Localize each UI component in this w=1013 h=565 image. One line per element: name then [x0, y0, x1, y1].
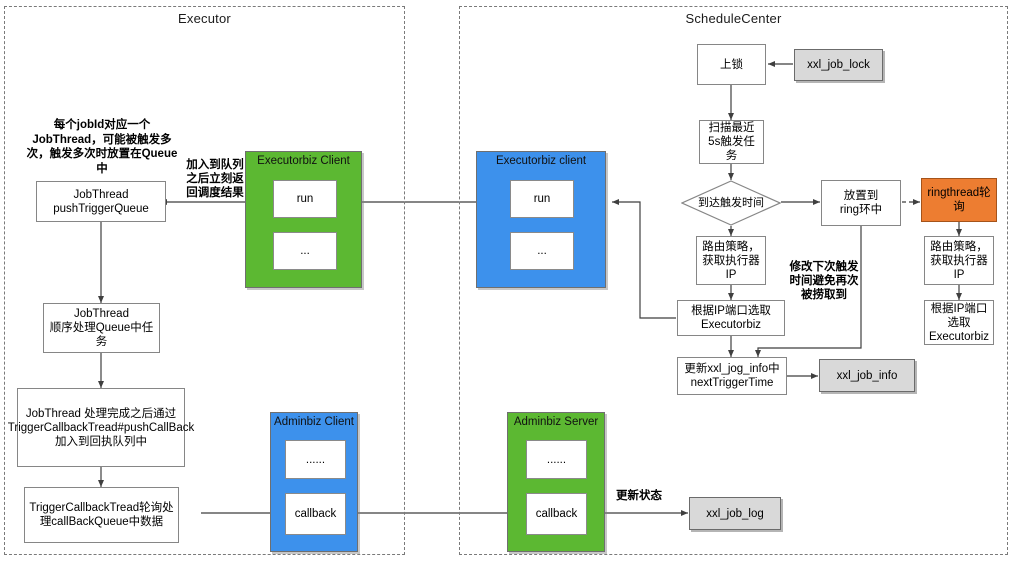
node-update-next-trigger-time[interactable]: 更新xxl_jog_info中nextTriggerTime	[677, 357, 787, 395]
note-jobthread-dispatch: 每个jobId对应一个JobThread，可能被触发多次，触发多次时放置在Que…	[26, 118, 178, 176]
node-decision-trigger-time-label: 到达触发时间	[698, 196, 764, 209]
edge-label-update-status-text: 更新状态	[616, 490, 662, 502]
diamond-shape	[681, 180, 781, 226]
node-lock[interactable]: 上锁	[697, 44, 766, 85]
lane-executor: Executor	[4, 6, 405, 555]
slot-adminbiz-client-more[interactable]: ......	[285, 440, 346, 479]
group-adminbiz-client-title: Adminbiz Client	[274, 416, 354, 428]
slot-adminbiz-server-more[interactable]: ......	[526, 440, 587, 479]
slot-adminbiz-client-callback[interactable]: callback	[285, 493, 346, 535]
group-adminbiz-server: Adminbiz Server ...... callback	[507, 412, 605, 552]
store-xxl-job-log[interactable]: xxl_job_log	[689, 497, 781, 530]
node-callback-push[interactable]: JobThread 处理完成之后通过TriggerCallbackTread#p…	[8, 388, 194, 467]
node-route-strategy-left[interactable]: 路由策略，获取执行器IP	[696, 236, 766, 285]
node-route-strategy-right[interactable]: 路由策略，获取执行器IP	[924, 236, 994, 285]
group-executorbiz-client-remote-title: Executorbiz client	[495, 155, 587, 167]
group-executorbiz-client-title: Executorbiz Client	[257, 155, 350, 167]
node-handle-queue[interactable]: JobThread 顺序处理Queue中任务	[43, 303, 160, 353]
note-jobthread-dispatch-text: 每个jobId对应一个JobThread，可能被触发多次，触发多次时放置在Que…	[26, 119, 178, 175]
node-push-trigger-queue[interactable]: JobThread pushTriggerQueue	[36, 181, 166, 222]
group-adminbiz-server-title: Adminbiz Server	[513, 416, 599, 428]
node-put-into-ring[interactable]: 放置到 ring环中	[821, 180, 901, 226]
slot-executorbiz-client-remote-more[interactable]: ...	[510, 232, 574, 270]
note-modify-next-trigger-time: 修改下次触发时间避免再次被捞取到	[788, 260, 860, 302]
node-scan-recent-trigger[interactable]: 扫描最近5s触发任务	[699, 120, 764, 164]
node-ringthread-poll[interactable]: ringthread轮询	[921, 178, 997, 222]
node-decision-trigger-time[interactable]: 到达触发时间	[681, 180, 781, 226]
group-executorbiz-client: Executorbiz Client run ...	[245, 151, 362, 288]
note-queue-return-text: 加入到队列之后立刻返回调度结果	[186, 159, 244, 199]
node-callback-poll[interactable]: TriggerCallbackTread轮询处理callBackQueue中数据	[24, 487, 179, 543]
node-pick-executorbiz-right[interactable]: 根据IP端口选取Executorbiz	[924, 300, 994, 345]
group-executorbiz-client-remote: Executorbiz client run ...	[476, 151, 606, 288]
slot-executorbiz-client-more[interactable]: ...	[273, 232, 337, 270]
note-modify-next-trigger-time-text: 修改下次触发时间避免再次被捞取到	[789, 261, 859, 301]
slot-executorbiz-client-remote-run[interactable]: run	[510, 180, 574, 218]
store-xxl-job-lock[interactable]: xxl_job_lock	[794, 49, 883, 81]
node-pick-executorbiz-left[interactable]: 根据IP端口选取Executorbiz	[677, 300, 785, 336]
lane-schedulecenter: ScheduleCenter	[459, 6, 1008, 555]
slot-executorbiz-client-run[interactable]: run	[273, 180, 337, 218]
note-queue-return: 加入到队列之后立刻返回调度结果	[186, 158, 244, 200]
lane-executor-title: Executor	[178, 11, 231, 26]
store-xxl-job-info[interactable]: xxl_job_info	[819, 359, 915, 392]
edge-label-update-status: 更新状态	[608, 489, 670, 503]
group-adminbiz-client: Adminbiz Client ...... callback	[270, 412, 358, 552]
lane-schedulecenter-title: ScheduleCenter	[685, 11, 782, 26]
slot-adminbiz-server-callback[interactable]: callback	[526, 493, 587, 535]
